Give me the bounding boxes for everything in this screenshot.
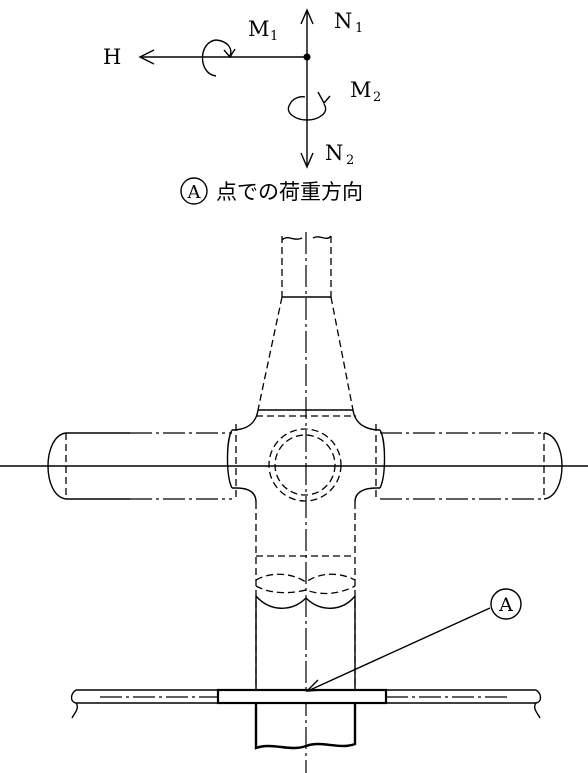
neck-right-taper <box>330 296 354 411</box>
deck-right <box>386 689 542 719</box>
caption-text: 点での荷重方向 <box>216 180 363 204</box>
n2-subscript: 2 <box>346 153 354 168</box>
m2-label: M <box>350 78 372 102</box>
base-plate <box>216 688 388 705</box>
lower-stem-joint-mid <box>255 573 356 583</box>
hub-left-edge <box>226 429 233 489</box>
caption-marker-letter: A <box>187 182 202 203</box>
caption-marker-circle <box>180 177 208 205</box>
callout-marker-circle <box>490 588 522 620</box>
callout-marker-letter: A <box>498 594 513 616</box>
m1-moment-icon <box>201 39 236 77</box>
n2-arrowhead <box>300 152 314 169</box>
callout-leader-line <box>309 607 491 691</box>
fillet-bottom-left <box>232 487 257 503</box>
n1-label: N <box>334 9 352 33</box>
neck-left-taper <box>257 296 283 411</box>
h-label: H <box>103 45 121 69</box>
center-boss-circle <box>268 428 342 502</box>
component-drawing <box>0 232 588 773</box>
fillet-bottom-right <box>354 487 380 503</box>
n1-arrowhead <box>300 8 314 25</box>
m1-subscript: 1 <box>270 29 278 44</box>
m2-subscript: 2 <box>373 90 381 105</box>
center-boss-inner-circle <box>274 434 336 496</box>
lower-stem-joint-bottom <box>255 585 356 595</box>
callout-a: A <box>305 588 522 692</box>
load-sketch: H M 1 N 1 M 2 N 2 <box>103 8 381 169</box>
lower-stem-neck <box>255 595 356 609</box>
caption: A 点での荷重方向 <box>180 177 363 205</box>
hub-right-edge <box>379 429 386 489</box>
m1-label: M <box>248 17 270 41</box>
h-arrowhead <box>138 49 155 65</box>
callout-arrowhead <box>305 679 324 692</box>
n2-label: N <box>325 141 343 165</box>
load-point-dot <box>303 53 311 61</box>
left-arm-end <box>47 432 67 500</box>
m2-moment-icon <box>287 91 331 121</box>
top-break-line <box>281 235 332 241</box>
deck-left <box>70 689 218 719</box>
n1-subscript: 1 <box>355 21 363 36</box>
lower-socket <box>254 703 357 750</box>
right-arm-end <box>543 432 563 500</box>
